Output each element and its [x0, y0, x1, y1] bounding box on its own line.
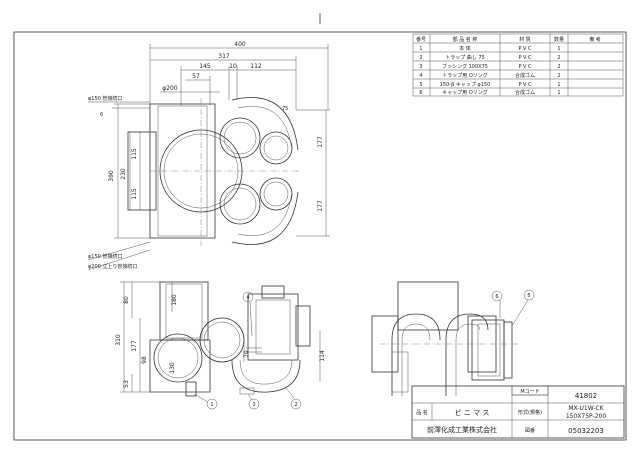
table-row: 1 本 体 P V C 1	[419, 45, 560, 52]
svg-text:1: 1	[557, 46, 560, 52]
dim-400: 400	[234, 41, 246, 48]
balloon-5	[523, 289, 535, 301]
dim-177-upper: 177	[317, 136, 324, 148]
title-block: Mコード 41802 品 名 ビ ニ マ ス 形式(規格) MX-U1W-CK …	[411, 385, 625, 439]
svg-text:P V C: P V C	[518, 64, 532, 70]
dim-6: 6	[100, 112, 103, 118]
note-pipe-inlet-top: φ150 管接続口	[88, 95, 122, 102]
svg-text:5: 5	[419, 82, 422, 88]
svg-text:1: 1	[557, 90, 560, 96]
name-label: 品 名	[416, 409, 428, 416]
svg-text:トラップ用 Oリング: トラップ用 Oリング	[442, 72, 488, 79]
table-header-qty: 数量	[554, 36, 564, 43]
svg-text:6: 6	[419, 90, 422, 96]
table-row: 4 トラップ用 Oリング 合成ゴム 2	[419, 72, 560, 79]
plan-view: 400 317 145 10 112 57 φ200 φ150 管接続口 6 φ…	[87, 41, 330, 271]
svg-text:1: 1	[419, 46, 422, 52]
drawing-number: 05032203	[568, 427, 604, 435]
table-header-material: 材 質	[519, 36, 531, 43]
svg-text:2: 2	[294, 402, 297, 408]
svg-text:150-β キャップ φ150: 150-β キャップ φ150	[440, 82, 491, 88]
svg-text:2: 2	[419, 55, 422, 61]
drawing-border	[13, 31, 627, 441]
dim-98: 98	[141, 356, 148, 364]
model-line-1: MX-U1W-CK	[568, 405, 604, 412]
svg-text:P V C: P V C	[518, 55, 532, 61]
dim-53: 53	[123, 380, 130, 388]
note-pipe-inlet-bottom: φ150 管接続口	[88, 253, 122, 260]
company-name: 前澤化成工業株式会社	[427, 425, 497, 434]
balloon-4	[242, 291, 254, 303]
svg-text:合成ゴム: 合成ゴム	[515, 72, 535, 79]
svg-text:4: 4	[419, 73, 422, 79]
dim-230: 230	[120, 168, 127, 180]
model-line-2: 150X75P-200	[566, 413, 606, 420]
front-view: 80 310 177 98 53 180 130 70 114 1 3 2 4	[115, 281, 326, 410]
dim-130: 130	[169, 362, 176, 374]
drawing-no-label: 図番	[525, 427, 535, 434]
table-header-note: 備 考	[589, 36, 601, 43]
mcode-label: Mコード	[520, 389, 539, 395]
table-row: 2 トラップ 曲し 75 P V C 2	[419, 54, 560, 61]
svg-text:2: 2	[557, 73, 560, 79]
dim-115-upper: 115	[131, 148, 138, 160]
svg-text:2: 2	[557, 55, 560, 61]
dim-57: 57	[192, 73, 200, 80]
svg-text:1: 1	[210, 402, 213, 408]
svg-text:本 体: 本 体	[459, 45, 471, 52]
dim-70: 70	[243, 350, 250, 358]
dim-80: 80	[123, 296, 130, 304]
table-row: 5 150-β キャップ φ150 P V C 1	[419, 82, 560, 88]
dim-112: 112	[250, 63, 262, 70]
note-riser-inlet: φ200 立上り管接続口	[88, 263, 137, 270]
svg-text:2: 2	[557, 64, 560, 70]
side-view: 6 5	[371, 281, 535, 396]
balloon-3	[248, 398, 260, 410]
model-label: 形式(規格)	[518, 409, 542, 416]
dim-310: 310	[115, 334, 122, 346]
balloon-6	[491, 290, 503, 302]
svg-text:P V C: P V C	[518, 82, 532, 88]
table-header-no: 番号	[416, 36, 426, 43]
mcode-value: 41802	[575, 392, 597, 400]
dim-180: 180	[171, 294, 178, 306]
balloon-1	[206, 398, 218, 410]
dim-317: 317	[218, 53, 230, 60]
table-header-name: 部 品 名 称	[453, 36, 478, 43]
dim-phi200: φ200	[162, 85, 178, 92]
dim-145: 145	[199, 63, 211, 70]
dim-10: 10	[229, 63, 237, 70]
dim-115-lower: 115	[131, 188, 138, 200]
balloon-2	[290, 398, 302, 410]
svg-text:トラップ 曲し 75: トラップ 曲し 75	[445, 54, 485, 61]
parts-table: 番号 部 品 名 称 材 質 数量 備 考 1 本 体 P V C 1 2 トラ…	[412, 33, 624, 97]
dim-75-top: 75	[282, 106, 288, 112]
dim-177: 177	[131, 340, 138, 352]
svg-text:3: 3	[252, 402, 255, 408]
dim-390: 390	[108, 170, 115, 182]
product-name: ビ ニ マ ス	[455, 408, 490, 417]
svg-text:5: 5	[527, 293, 530, 299]
svg-text:P V C: P V C	[518, 46, 532, 52]
svg-text:ブッシング 100X75: ブッシング 100X75	[442, 63, 488, 70]
dim-177-lower: 177	[317, 200, 324, 212]
table-row: 3 ブッシング 100X75 P V C 2	[419, 63, 560, 70]
svg-text:6: 6	[495, 294, 498, 300]
table-row: 6 キャップ用 Oリング 合成ゴム 1	[419, 89, 560, 96]
svg-text:4: 4	[246, 295, 249, 301]
svg-text:合成ゴム: 合成ゴム	[515, 89, 535, 96]
svg-text:キャップ用 Oリング: キャップ用 Oリング	[442, 89, 488, 96]
svg-text:3: 3	[419, 64, 422, 70]
dim-114: 114	[319, 350, 326, 362]
svg-text:1: 1	[557, 82, 560, 88]
